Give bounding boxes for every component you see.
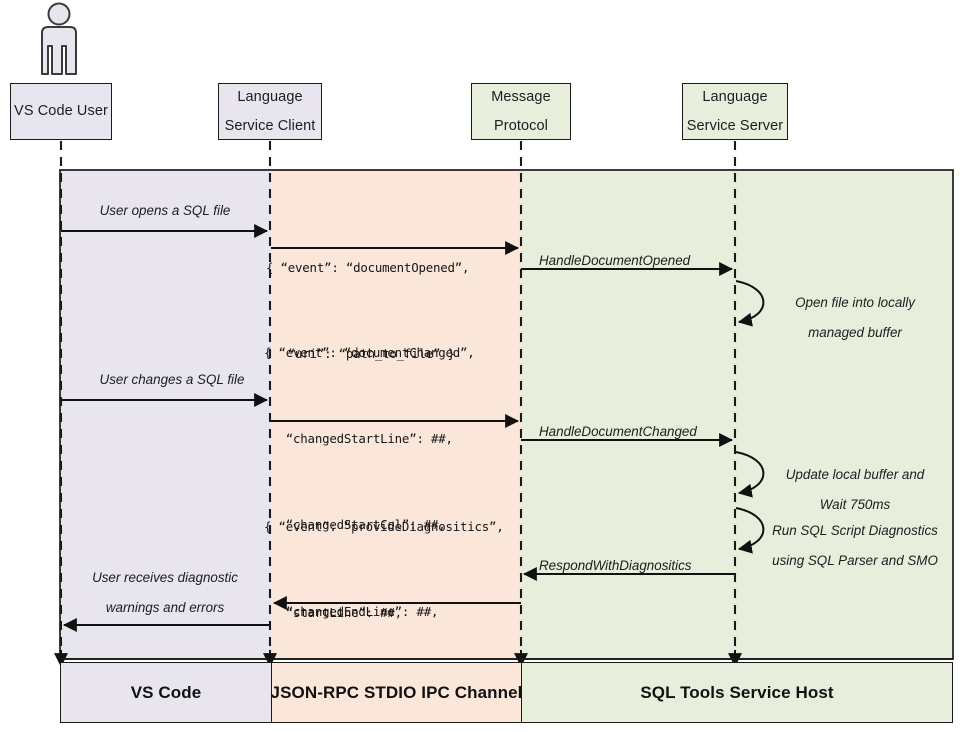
legend-cell-vs-code[interactable]: VS Code [60,662,272,723]
label-line: Wait 750ms [819,497,891,513]
label-line: Update local buffer and [785,467,925,482]
payload-line: { “event”: “documentChanged”, [264,344,475,360]
payload-line: { “event”: “documentOpened”, [266,259,470,275]
payload-line: “changedStartLine”: ##, [264,430,453,446]
message-label-handle-document-changed: HandleDocumentChanged [539,417,697,447]
label-line: RespondWithDiagnositics [539,558,692,573]
participant-header-vs-code-user[interactable]: VS Code User [10,83,112,140]
label-line: Open file into locally [795,295,915,310]
payload-line: “changedStartCol”: ##, [264,517,446,533]
participant-header-message-protocol[interactable]: Message Protocol [471,83,571,140]
legend-label: JSON-RPC STDIO IPC Channel [270,682,523,702]
payload-line: “startLine”: ##, [264,604,402,620]
label-line: User receives diagnostic [92,570,238,585]
label-line: Run SQL Script Diagnostics [772,523,938,538]
label-line: HandleDocumentChanged [539,424,697,439]
label-line: User opens a SQL file [99,203,231,218]
payload-line: { “event”: “provideDiagnositics”, [264,518,504,534]
participant-label-line: Language [237,89,303,106]
self-call-label-open-file-into-buffer: Open file into locally managed buffer [795,288,915,348]
message-label-user-receives-diagnostics: User receives diagnostic warnings and er… [92,563,238,623]
label-line: using SQL Parser and SMO [772,553,938,569]
label-line: warnings and errors [105,600,225,616]
message-label-handle-document-opened: HandleDocumentOpened [539,246,690,276]
participant-label-line: VS Code User [14,103,108,120]
payload-document-opened: { “event”: “documentOpened”, “uri”: “pat… [266,196,469,426]
legend-cell-sql-tools-service-host[interactable]: SQL Tools Service Host [521,662,953,723]
payload-line: “changedEndLine”: ##, [264,603,439,619]
participant-header-language-service-server[interactable]: Language Service Server [682,83,788,140]
self-call-label-update-buffer-and-wait: Update local buffer and Wait 750ms [786,460,924,520]
legend-label: SQL Tools Service Host [640,682,834,702]
participant-label-line: Message [491,89,551,106]
participant-label-line: Service Server [686,117,784,134]
label-line: managed buffer [808,325,902,341]
participant-label-line: Service Client [224,117,316,134]
legend-cell-json-rpc-stdio-ipc-channel[interactable]: JSON-RPC STDIO IPC Channel [271,662,522,723]
participant-header-language-service-client[interactable]: Language Service Client [218,83,322,140]
participant-label-line: Protocol [494,117,548,134]
vs-code-user-actor [24,2,94,78]
label-line: User changes a SQL file [99,372,245,387]
message-label-user-changes-sql-file: User changes a SQL file [100,365,245,395]
message-label-user-opens-sql-file: User opens a SQL file [100,196,231,226]
message-label-respond-with-diagnositics: RespondWithDiagnositics [539,551,691,581]
payload-line: “uri”: “path_to_file” } [266,345,455,361]
participant-label-line: Language [702,89,768,106]
label-line: HandleDocumentOpened [539,253,691,268]
self-call-label-run-sql-diagnostics: Run SQL Script Diagnostics using SQL Par… [772,516,938,576]
legend-label: VS Code [130,682,202,702]
